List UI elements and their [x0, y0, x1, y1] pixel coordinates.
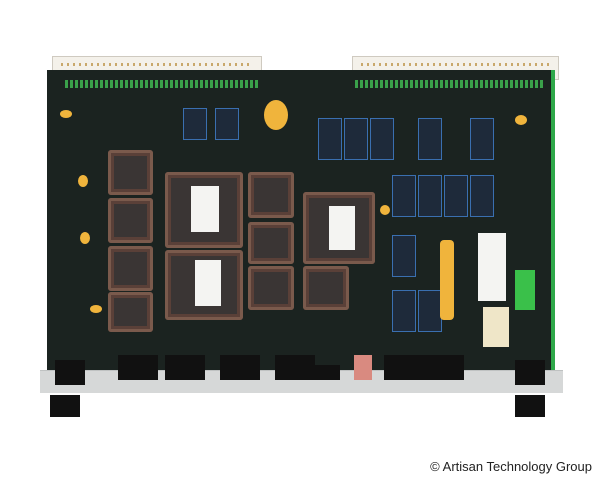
plcc-chip — [108, 198, 153, 243]
dip-ic — [418, 118, 442, 160]
led-block — [220, 355, 260, 380]
watermark-caption: © Artisan Technology Group — [430, 459, 592, 474]
led-block — [384, 355, 464, 380]
gold-contacts-right — [355, 80, 545, 88]
plcc-chip — [108, 292, 153, 332]
plcc-chip — [248, 266, 294, 310]
led-block — [275, 355, 315, 380]
capacitor-cluster — [264, 100, 288, 130]
gold-contacts-left — [65, 80, 260, 88]
dip-ic — [418, 175, 442, 217]
capacitor — [515, 115, 527, 125]
ejector-handle-left — [55, 360, 85, 385]
dip-ic — [392, 235, 416, 277]
ejector-foot-right — [515, 395, 545, 417]
red-led — [354, 355, 372, 380]
serial-sticker — [483, 307, 509, 347]
dip-ic — [392, 175, 416, 217]
altera-fpga-chip — [303, 192, 375, 264]
capacitor — [80, 232, 90, 244]
dip-ic — [444, 175, 468, 217]
capacitor-cluster — [440, 240, 454, 320]
plcc-chip — [248, 222, 294, 264]
ejector-foot-left — [50, 395, 80, 417]
plcc-chip — [108, 246, 153, 291]
led-block — [165, 355, 205, 380]
dip-ic — [392, 290, 416, 332]
layer-silkscreen-label — [515, 270, 535, 310]
asset-sticker — [478, 233, 506, 301]
altera-fpga-chip — [165, 172, 243, 248]
dip-ic — [215, 108, 239, 140]
dip-ic — [470, 118, 494, 160]
plcc-chip — [303, 266, 349, 310]
led-block — [118, 355, 158, 380]
dip-ic — [318, 118, 342, 160]
dip-ic — [344, 118, 368, 160]
capacitor — [60, 110, 72, 118]
dip-ic — [183, 108, 207, 140]
reset-switch — [315, 365, 340, 380]
plcc-chip — [248, 172, 294, 218]
dip-ic — [370, 118, 394, 160]
dip-ic — [470, 175, 494, 217]
capacitor — [90, 305, 102, 313]
dip-ic — [418, 290, 442, 332]
ejector-handle-right — [515, 360, 545, 385]
capacitor — [380, 205, 390, 215]
plcc-chip — [108, 150, 153, 195]
capacitor — [78, 175, 88, 187]
altera-fpga-chip — [165, 250, 243, 320]
